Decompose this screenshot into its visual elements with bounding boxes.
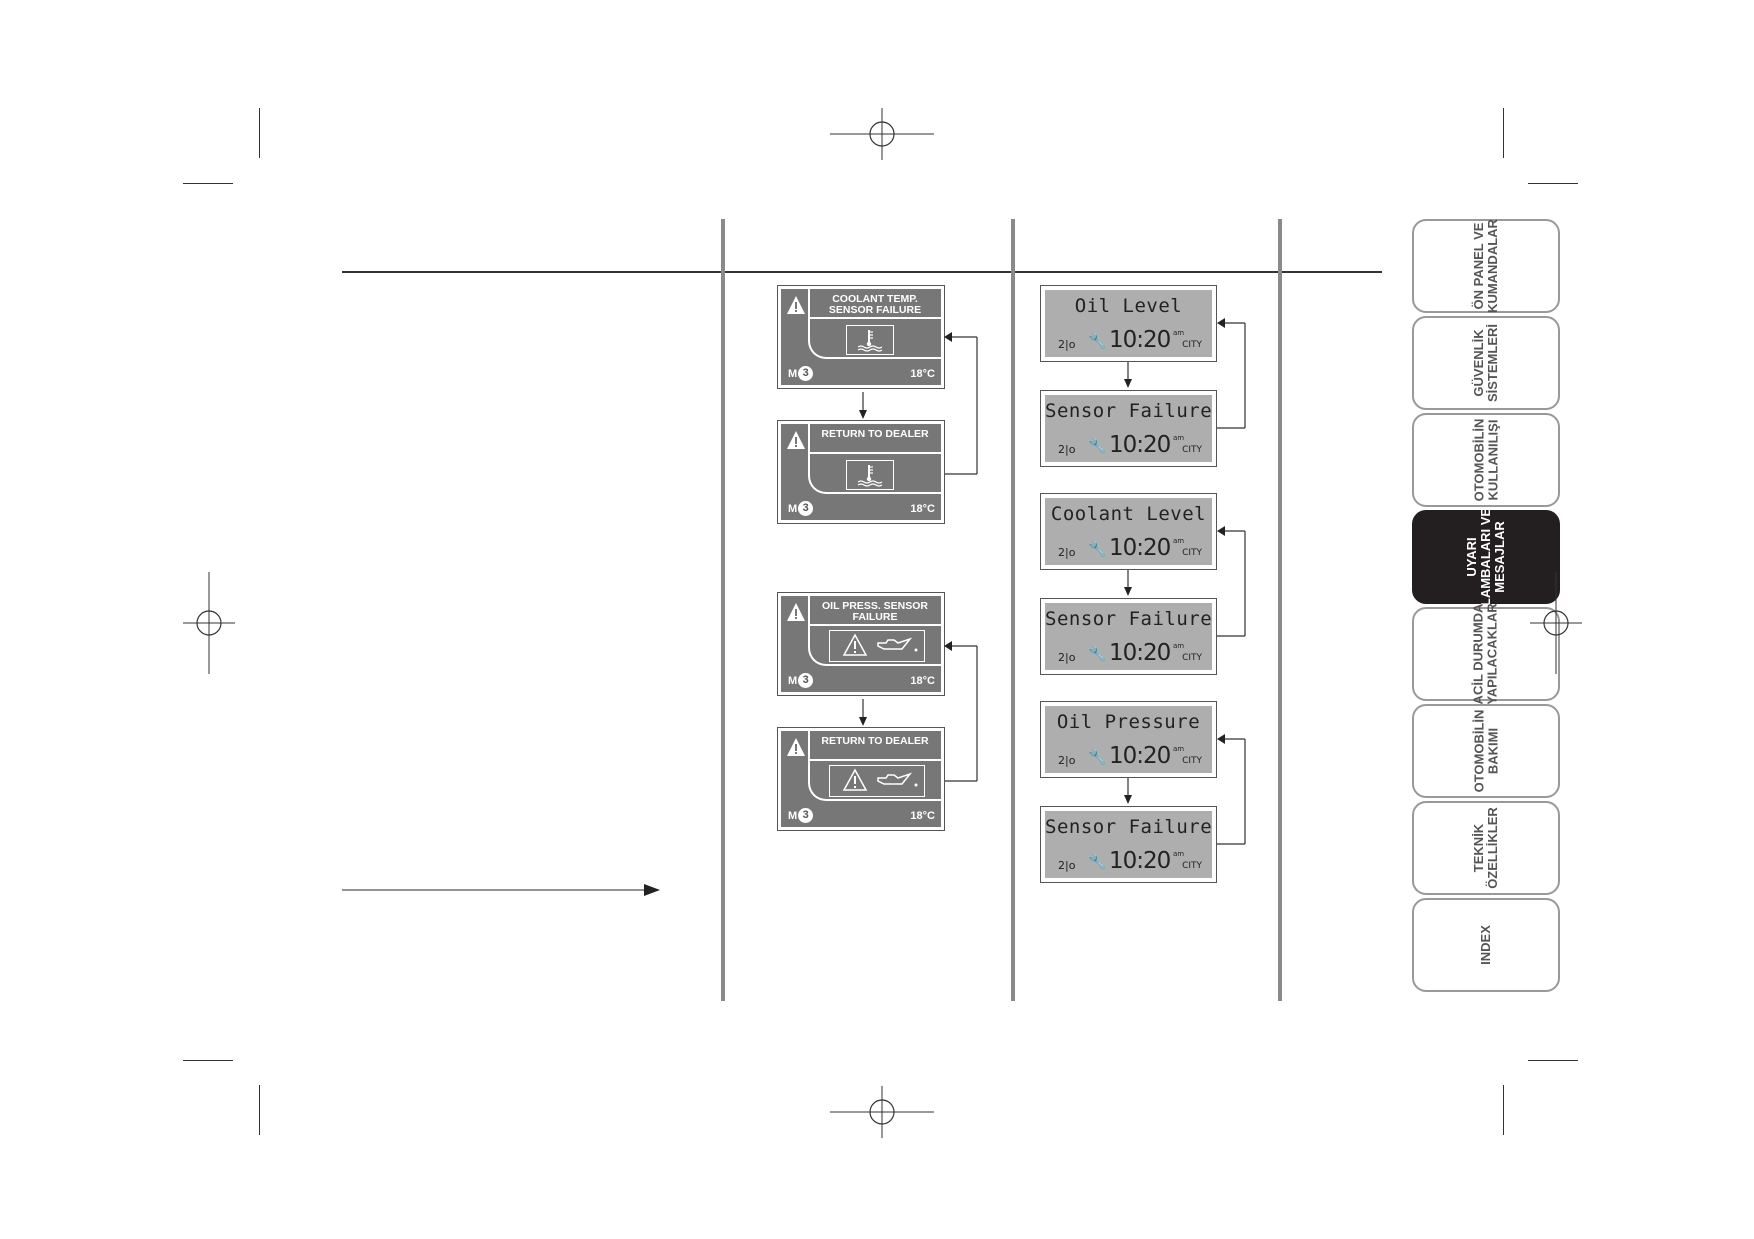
continuation-arrow bbox=[342, 884, 660, 896]
warning-triangle-icon bbox=[787, 738, 805, 756]
crop-mark bbox=[183, 183, 233, 184]
column-divider bbox=[721, 219, 725, 1001]
lcd-sensor-failure: Sensor Failure 2|o 🔧 10:20 am CITY bbox=[1040, 598, 1217, 675]
warning-triangle-icon bbox=[787, 603, 805, 621]
mode-label: M bbox=[788, 367, 798, 380]
outside-temperature: 18°C bbox=[910, 368, 935, 380]
gear-indicator: 2|o bbox=[1058, 754, 1076, 767]
flow-arrows-oil bbox=[859, 641, 978, 782]
lcd-clock: 10:20 bbox=[1109, 535, 1171, 561]
flow-arrows-lcd-2 bbox=[1124, 526, 1246, 637]
lcd-message: Sensor Failure bbox=[1045, 608, 1213, 630]
gear-indicator: 2|o bbox=[1058, 443, 1076, 456]
crop-mark bbox=[1528, 1060, 1578, 1061]
flow-arrows-lcd-3 bbox=[1124, 734, 1246, 845]
lcd-city-mode: CITY bbox=[1182, 548, 1202, 558]
lcd-city-mode: CITY bbox=[1182, 861, 1202, 871]
lcd-ampm: am bbox=[1173, 329, 1185, 337]
lcd-coolant-level: Coolant Level 2|o 🔧 10:20 am CITY bbox=[1040, 493, 1217, 570]
registration-mark-bottom bbox=[830, 1086, 934, 1138]
display-message: RETURN TO DEALER bbox=[821, 735, 929, 747]
crop-mark bbox=[1503, 108, 1504, 158]
lcd-clock: 10:20 bbox=[1109, 327, 1171, 353]
crop-mark bbox=[1503, 1085, 1504, 1135]
lcd-message: Sensor Failure bbox=[1045, 400, 1213, 422]
lcd-clock: 10:20 bbox=[1109, 743, 1171, 769]
display-message: OIL PRESS. SENSOR FAILURE bbox=[822, 600, 928, 623]
lcd-ampm: am bbox=[1173, 537, 1185, 545]
mode-number: 3 bbox=[798, 501, 814, 516]
lcd-message: Coolant Level bbox=[1050, 503, 1207, 525]
lcd-oil-pressure: Oil Pressure 2|o 🔧 10:20 am CITY bbox=[1040, 701, 1217, 778]
lcd-message: Oil Pressure bbox=[1056, 711, 1201, 733]
wrench-icon: 🔧 bbox=[1088, 748, 1107, 766]
column-divider bbox=[1011, 219, 1015, 1001]
wrench-icon: 🔧 bbox=[1088, 853, 1107, 871]
outside-temperature: 18°C bbox=[910, 675, 935, 687]
mode-number: 3 bbox=[798, 366, 814, 381]
coolant-thermometer-icon bbox=[857, 330, 883, 352]
registration-mark-right bbox=[1530, 572, 1582, 674]
display-message: COOLANT TEMP. SENSOR FAILURE bbox=[828, 293, 922, 316]
gear-indicator: 2|o bbox=[1058, 651, 1076, 664]
mode-number: 3 bbox=[798, 673, 814, 688]
lcd-city-mode: CITY bbox=[1182, 445, 1202, 455]
mode-label: M bbox=[788, 809, 798, 822]
lcd-ampm: am bbox=[1173, 745, 1185, 753]
column-divider bbox=[1278, 219, 1282, 1001]
warning-triangle-icon bbox=[787, 431, 805, 449]
tab-teknik[interactable]: TEKNİK ÖZELLİKLER bbox=[1412, 801, 1560, 895]
mode-label: M bbox=[788, 502, 798, 515]
warning-triangle-icon bbox=[787, 296, 805, 314]
gear-indicator: 2|o bbox=[1058, 546, 1076, 559]
gear-indicator: 2|o bbox=[1058, 859, 1076, 872]
crop-mark bbox=[259, 1085, 260, 1135]
crop-mark bbox=[1528, 183, 1578, 184]
lcd-ampm: am bbox=[1173, 850, 1185, 858]
display-message: RETURN TO DEALER bbox=[821, 428, 929, 440]
crop-mark bbox=[259, 108, 260, 158]
oil-can-icon bbox=[842, 633, 918, 656]
lcd-sensor-failure: Sensor Failure 2|o 🔧 10:20 am CITY bbox=[1040, 390, 1217, 467]
lcd-clock: 10:20 bbox=[1109, 848, 1171, 874]
registration-mark-left bbox=[183, 572, 235, 674]
registration-mark-top bbox=[830, 108, 934, 160]
mode-number: 3 bbox=[798, 808, 814, 823]
lcd-sensor-failure: Sensor Failure 2|o 🔧 10:20 am CITY bbox=[1040, 806, 1217, 883]
lcd-oil-level: Oil Level 2|o 🔧 10:20 am CITY bbox=[1040, 285, 1217, 362]
lcd-city-mode: CITY bbox=[1182, 653, 1202, 663]
mode-label: M bbox=[788, 674, 798, 687]
wrench-icon: 🔧 bbox=[1088, 332, 1107, 350]
lcd-message: Oil Level bbox=[1074, 295, 1183, 317]
lcd-ampm: am bbox=[1173, 434, 1185, 442]
tab-index[interactable]: INDEX bbox=[1412, 898, 1560, 992]
tab-on-panel[interactable]: ÖN PANEL VE KUMANDALAR bbox=[1412, 219, 1560, 313]
oil-can-icon bbox=[842, 768, 918, 791]
wrench-icon: 🔧 bbox=[1088, 645, 1107, 663]
lcd-message: Sensor Failure bbox=[1045, 816, 1213, 838]
lcd-clock: 10:20 bbox=[1109, 640, 1171, 666]
tab-uyari-lambalari[interactable]: UYARI LAMBALARI VE MESAJLAR bbox=[1412, 508, 1560, 606]
header-rule bbox=[342, 271, 1382, 273]
tab-bakim[interactable]: OTOMOBİLİN BAKIMI bbox=[1412, 704, 1560, 798]
lcd-city-mode: CITY bbox=[1182, 756, 1202, 766]
lcd-clock: 10:20 bbox=[1109, 432, 1171, 458]
tab-kullanilis[interactable]: OTOMOBİLİN KULLANILIŞI bbox=[1412, 413, 1560, 507]
crop-mark bbox=[183, 1060, 233, 1061]
coolant-thermometer-icon bbox=[857, 465, 883, 487]
wrench-icon: 🔧 bbox=[1088, 540, 1107, 558]
flow-arrows-lcd-1 bbox=[1124, 318, 1246, 429]
outside-temperature: 18°C bbox=[910, 810, 935, 822]
tab-guvenlik[interactable]: GÜVENLİK SİSTEMLERİ bbox=[1412, 316, 1560, 410]
wrench-icon: 🔧 bbox=[1088, 437, 1107, 455]
gear-indicator: 2|o bbox=[1058, 338, 1076, 351]
flow-arrows-coolant bbox=[859, 332, 978, 475]
lcd-city-mode: CITY bbox=[1182, 340, 1202, 350]
outside-temperature: 18°C bbox=[910, 503, 935, 515]
lcd-ampm: am bbox=[1173, 642, 1185, 650]
